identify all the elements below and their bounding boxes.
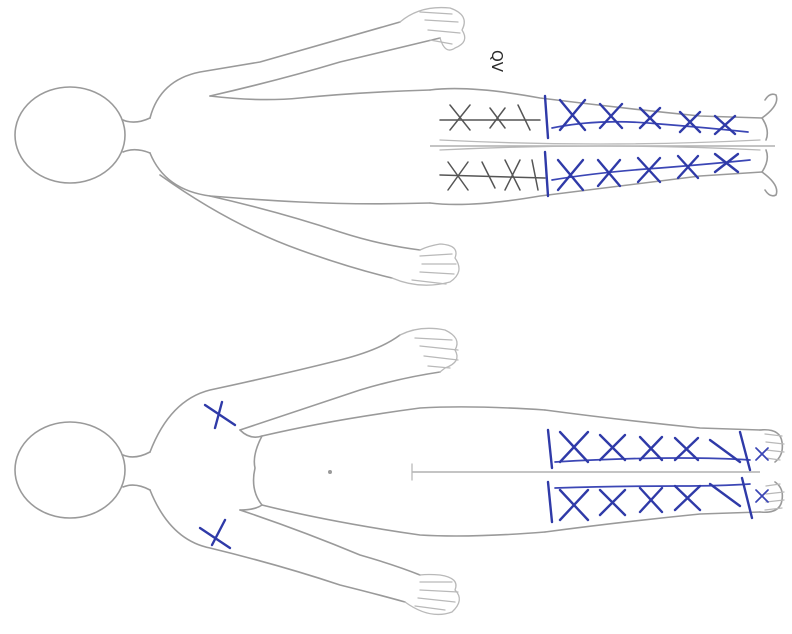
leg-inner-top bbox=[440, 140, 760, 144]
pencil-tick bbox=[482, 162, 495, 188]
head-outline bbox=[15, 87, 125, 183]
pencil-tick bbox=[518, 105, 530, 130]
lower-hand-fingers bbox=[412, 254, 456, 284]
blue-bar bbox=[548, 430, 552, 468]
blue-bar bbox=[545, 152, 548, 196]
blue-diagonal bbox=[710, 484, 740, 506]
head-outline bbox=[15, 422, 125, 518]
upper-arm-inner bbox=[210, 38, 440, 96]
torso-top-side bbox=[262, 407, 545, 436]
blue-x bbox=[560, 100, 585, 130]
blue-x bbox=[715, 116, 735, 134]
upper-hand bbox=[400, 8, 465, 50]
neck-outline-lower bbox=[123, 150, 150, 153]
leg-bottom-outer bbox=[545, 512, 760, 532]
pencil-x bbox=[490, 108, 505, 128]
blue-bar bbox=[548, 482, 552, 522]
pencil-line-lower bbox=[440, 175, 545, 178]
neck-outline-lower bbox=[123, 485, 150, 490]
front-view-figure bbox=[15, 328, 784, 614]
leg-top-outer bbox=[430, 89, 762, 118]
chest-blue-x bbox=[200, 520, 230, 548]
upper-foot bbox=[762, 94, 777, 140]
torso-top-side bbox=[210, 90, 430, 100]
blue-x bbox=[600, 104, 622, 128]
blue-line bbox=[555, 484, 750, 488]
lower-arm-inner bbox=[160, 175, 392, 278]
blue-x bbox=[558, 160, 583, 190]
blue-small-x bbox=[756, 490, 768, 502]
chest-outline bbox=[240, 430, 262, 510]
blue-x bbox=[640, 488, 662, 512]
back-view-figure: QV bbox=[15, 8, 777, 286]
neck-outline bbox=[123, 452, 150, 457]
upper-arm-inner bbox=[240, 372, 440, 430]
blue-x bbox=[675, 438, 698, 460]
upper-arm-outer bbox=[150, 335, 400, 452]
navel bbox=[328, 470, 332, 474]
lower-arm-outer bbox=[150, 490, 405, 602]
upper-arm-top bbox=[150, 22, 400, 118]
torso-bottom-side bbox=[262, 505, 545, 536]
blue-x bbox=[600, 490, 625, 515]
blue-x bbox=[560, 490, 588, 520]
front-shin-blue-marks bbox=[548, 430, 768, 522]
pencil-x bbox=[505, 160, 520, 190]
neck-outline bbox=[123, 118, 150, 122]
lower-hand-fingers bbox=[415, 582, 458, 610]
lower-foot bbox=[762, 150, 777, 196]
pencil-tick bbox=[532, 160, 538, 190]
pencil-x bbox=[450, 105, 470, 130]
upper-hand-fingers bbox=[415, 338, 458, 368]
chest-blue-x bbox=[205, 402, 235, 428]
blue-x bbox=[640, 437, 662, 460]
leg-top-outer bbox=[545, 410, 760, 430]
blue-x bbox=[675, 486, 700, 510]
blue-small-x bbox=[756, 448, 768, 460]
blue-bar bbox=[545, 96, 548, 138]
blue-bar-ankle bbox=[740, 432, 750, 470]
blue-x bbox=[600, 435, 625, 460]
handwritten-annotation: QV bbox=[488, 50, 506, 73]
blue-x bbox=[560, 432, 588, 462]
